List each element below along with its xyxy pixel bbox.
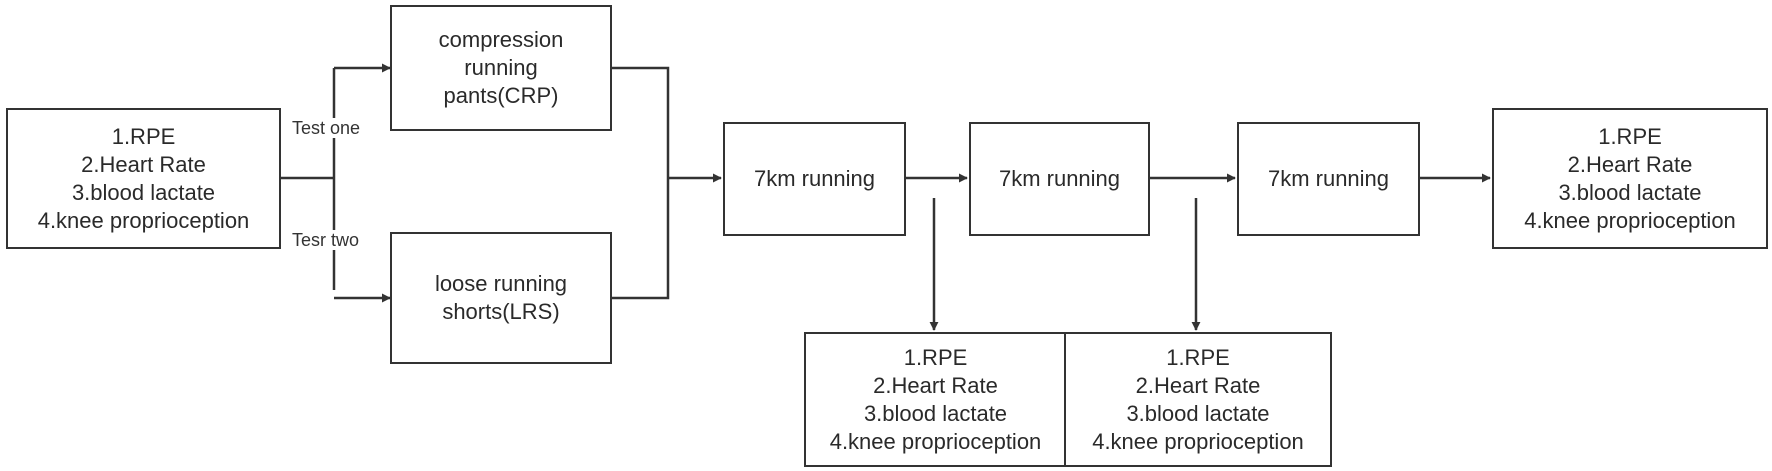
baseline-measures-box: 1.RPE 2.Heart Rate 3.blood lactate 4.kne…: [6, 108, 281, 249]
final-measures-box: 1.RPE 2.Heart Rate 3.blood lactate 4.kne…: [1492, 108, 1768, 249]
test-one-label: Test one: [290, 118, 363, 138]
merge-connector: [610, 66, 670, 300]
measure-blood-lactate: 3.blood lactate: [71, 179, 216, 205]
mid1-measure-rpe: 1.RPE: [903, 344, 968, 370]
mid1-measure-blood-lactate: 3.blood lactate: [863, 400, 1008, 426]
mid2-measure-rpe: 1.RPE: [1166, 344, 1230, 370]
final-measure-rpe: 1.RPE: [1598, 123, 1662, 149]
running-label-2: 7km running: [998, 166, 1121, 191]
running-box-2: 7km running: [969, 122, 1150, 236]
running-box-3: 7km running: [1237, 122, 1420, 236]
mid-measures-box-1: 1.RPE 2.Heart Rate 3.blood lactate 4.kne…: [804, 332, 1067, 467]
running-label-3: 7km running: [1267, 166, 1390, 191]
mid1-measure-knee-proprioception: 4.knee proprioception: [829, 428, 1042, 454]
final-measure-knee-proprioception: 4.knee proprioception: [1524, 207, 1736, 233]
running-label-1: 7km running: [753, 166, 876, 191]
lrs-line-1: loose running: [434, 271, 568, 296]
measure-rpe: 1.RPE: [111, 123, 176, 149]
mid2-measure-blood-lactate: 3.blood lactate: [1126, 400, 1270, 426]
lrs-line-2: shorts(LRS): [442, 299, 560, 324]
crp-line-2: running: [464, 55, 538, 80]
lrs-condition-box: loose running shorts(LRS): [390, 232, 612, 364]
final-measure-blood-lactate: 3.blood lactate: [1558, 179, 1702, 205]
crp-line-3: pants(CRP): [443, 83, 559, 108]
mid1-measure-heart-rate: 2.Heart Rate: [873, 372, 998, 398]
final-measure-heart-rate: 2.Heart Rate: [1567, 151, 1693, 177]
mid-measures-box-2: 1.RPE 2.Heart Rate 3.blood lactate 4.kne…: [1064, 332, 1332, 467]
mid2-measure-heart-rate: 2.Heart Rate: [1135, 372, 1261, 398]
measure-heart-rate: 2.Heart Rate: [81, 151, 206, 177]
mid2-measure-knee-proprioception: 4.knee proprioception: [1092, 428, 1304, 454]
measure-knee-proprioception: 4.knee proprioception: [37, 207, 250, 233]
running-box-1: 7km running: [723, 122, 906, 236]
test-two-label: Tesr two: [290, 230, 362, 250]
crp-condition-box: compression running pants(CRP): [390, 5, 612, 131]
crp-line-1: compression: [438, 27, 564, 52]
